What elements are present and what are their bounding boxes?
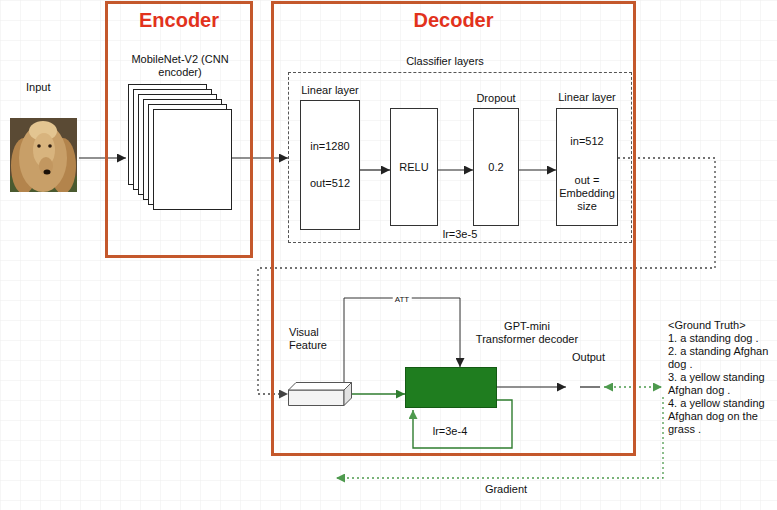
connector: [438, 169, 473, 170]
connector: [519, 169, 556, 170]
decoder-block: DecoderClassifier layers lr=3e-5 Linear la…: [271, 1, 636, 456]
output-line: [580, 386, 600, 387]
dropout-box: Dropout 0.2: [469, 92, 523, 226]
dog-nose: [44, 170, 51, 175]
dog-photo: [10, 118, 77, 192]
node-text: in=1280: [310, 140, 349, 153]
node-heading: GPT-mini Transformer decoder: [474, 320, 580, 346]
label-group: lr=3e-4: [418, 425, 482, 438]
node-heading: Linear layer: [554, 91, 620, 104]
connector: [232, 157, 288, 158]
slab-face: [344, 383, 352, 406]
encoder-block: EncoderMobileNet-V2 (CNN encoder): [105, 1, 253, 258]
node-text: out=512: [310, 177, 350, 190]
output-arrow: [497, 386, 566, 387]
label-group: Input: [26, 81, 70, 94]
node-text: lr=3e-5: [443, 228, 478, 241]
visual-feature-outline: [288, 382, 352, 406]
visual-feature: Visual Feature: [288, 326, 352, 406]
feature-map: [154, 110, 232, 210]
input-arrow: [79, 157, 126, 158]
node-heading: Classifier layers: [385, 55, 505, 68]
linear-layer: Linear layer in=1280 out=512: [296, 84, 364, 230]
node-text: RELU: [399, 161, 428, 174]
dropout-box-outline: 0.2: [473, 108, 519, 226]
node-text: 0.2: [488, 161, 503, 174]
activation-box-outline: RELU: [390, 108, 438, 226]
cnn-encoder: MobileNet-V2 (CNN encoder): [122, 53, 238, 212]
edge-label-holder: ATT: [393, 292, 412, 304]
compare-arrow: [604, 386, 662, 387]
dog-eye: [48, 144, 52, 148]
feature-slab: [288, 382, 352, 406]
label-group: Output: [572, 351, 616, 364]
linear-layer: Linear layer in=512 out = Embedding size: [554, 91, 620, 226]
transformer-decoder-outline: [405, 367, 497, 408]
classifier-group: Classifier layers lr=3e-5 Linear layer in=1…: [288, 55, 632, 243]
connector: [360, 169, 390, 170]
free-label: 2. a standing Afghan dog .: [668, 345, 773, 371]
dog-fur: [19, 124, 67, 192]
node-heading: Visual Feature: [289, 326, 335, 352]
free-label: 3. a yellow standing Afghan dog .: [668, 371, 773, 397]
activation-box: RELU: [390, 108, 438, 226]
dog-eye: [37, 144, 41, 148]
node-text: Encoder: [139, 8, 219, 32]
label-group: <Ground Truth>1. a standing dog .2. a st…: [668, 319, 773, 436]
free-label: Output: [572, 351, 616, 364]
feature-map-stack: [128, 84, 232, 212]
node-heading: MobileNet-V2 (CNN encoder): [122, 53, 238, 79]
transformer-decoder: GPT-mini Transformer decoder: [405, 320, 581, 408]
free-label: 1. a standing dog .: [668, 332, 773, 345]
slab-face: [289, 390, 345, 406]
node-heading: Linear layer: [296, 84, 364, 97]
edge-label: ATT: [393, 295, 412, 304]
free-label: <Ground Truth>: [668, 319, 773, 332]
linear-layer-outline: in=1280 out=512: [300, 100, 360, 230]
free-label: 4. a yellow standing Afghan dog on the g…: [668, 397, 773, 436]
cnn-encoder-outline: [128, 84, 232, 212]
linear-layer-outline: in=512 out = Embedding size: [556, 108, 618, 226]
node-text: out = Embedding size: [559, 174, 615, 213]
connector: [352, 393, 405, 395]
label-group: Gradient: [466, 483, 546, 496]
dog-muzzle: [39, 157, 53, 175]
slab-face: [289, 383, 352, 391]
free-label: lr=3e-4: [418, 425, 482, 438]
node-text: Decoder: [413, 8, 493, 32]
node-text: in=512: [570, 135, 603, 148]
gradient-arrow: [336, 397, 663, 478]
free-label: Gradient: [466, 483, 546, 496]
free-label: Input: [26, 81, 70, 94]
node-heading: Dropout: [469, 92, 523, 105]
